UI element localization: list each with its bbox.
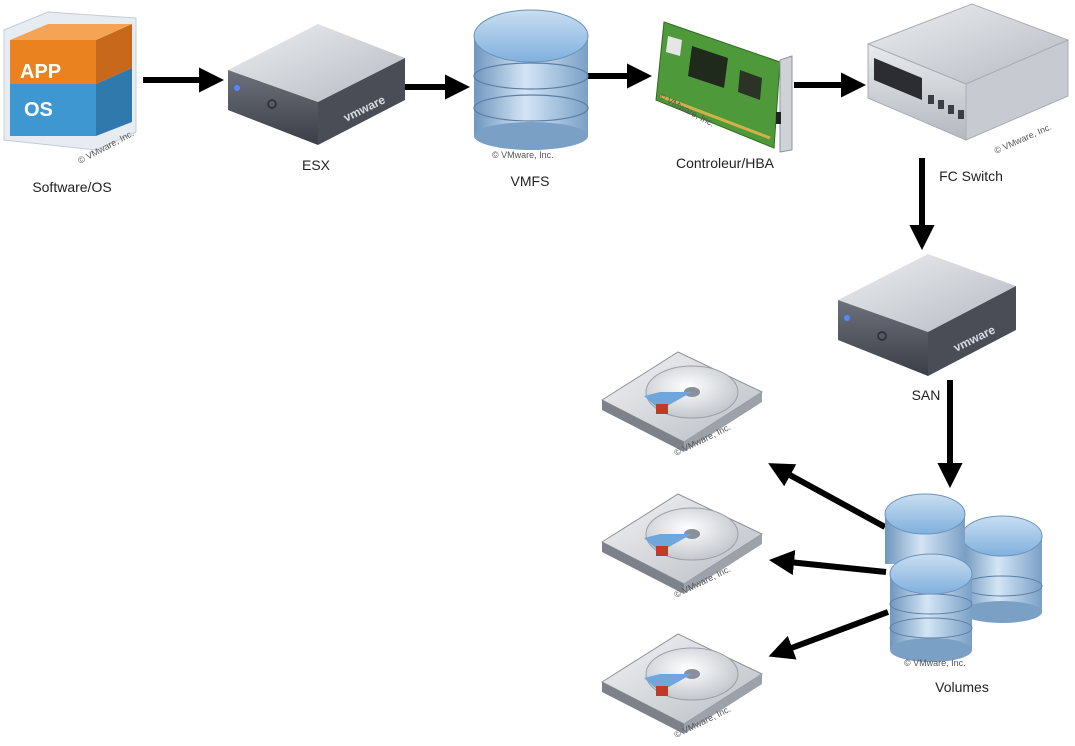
hard-disk-icon: © VMware, Inc. <box>600 493 764 600</box>
copyright-text: © VMware, Inc. <box>492 150 554 160</box>
app-label: APP <box>20 61 61 83</box>
arrow-volumes-to-disk-3 <box>768 609 890 660</box>
hard-disk-icon: © VMware, Inc. <box>600 351 764 458</box>
app-os-cube-icon: APP OS © VMware, Inc. <box>3 11 137 166</box>
hba-label: Controleur/HBA <box>676 155 775 171</box>
arrow-volumes-to-disk-2 <box>768 550 887 576</box>
esx-server-icon: vmware <box>228 24 405 145</box>
esx-label: ESX <box>302 157 331 173</box>
hard-disk-icon: © VMware, Inc. <box>600 633 764 740</box>
software-os-label: Software/OS <box>32 179 111 195</box>
vmfs-database-icon: © VMware, Inc. <box>473 9 589 160</box>
network-switch-icon: © VMware, Inc. <box>866 3 1070 156</box>
hba-card-icon: © VMware, Inc. <box>655 21 793 153</box>
san-server-icon: vmware <box>838 254 1016 376</box>
vmfs-label: VMFS <box>511 173 550 189</box>
connector-arrows <box>143 63 963 660</box>
fc-switch-label: FC Switch <box>939 168 1003 184</box>
copyright-text: © VMware, Inc. <box>904 658 966 668</box>
database-cluster-icon: © VMware, Inc. <box>884 493 1043 668</box>
san-label: SAN <box>912 387 941 403</box>
arrow-volumes-to-disk-1 <box>768 463 887 530</box>
os-label: OS <box>24 99 53 121</box>
volumes-label: Volumes <box>935 679 989 695</box>
copyright-text: © VMware, Inc. <box>993 122 1053 156</box>
